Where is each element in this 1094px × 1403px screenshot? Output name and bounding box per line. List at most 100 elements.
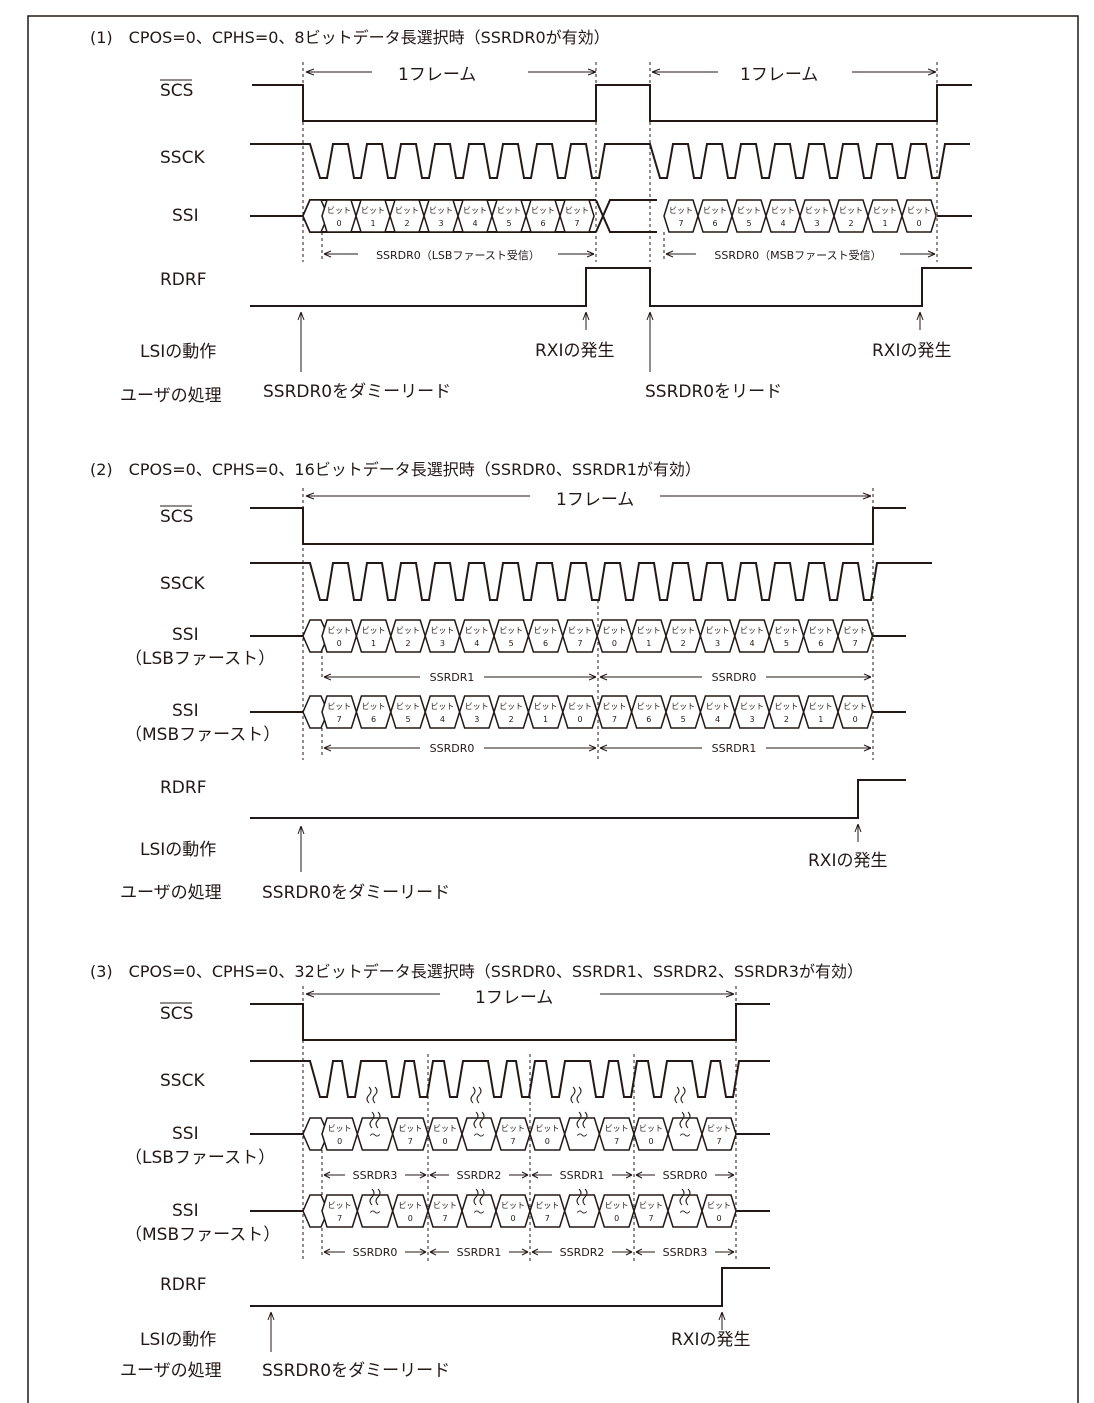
s3-lsb-gap-cell-3-break	[679, 1111, 691, 1129]
s3-msb-bit-cell-1-word: ビット	[398, 1201, 422, 1210]
section-1-title: (1) CPOS=0、CPHS=0、8ビットデータ長選択時（SSRDR0が有効）	[90, 28, 610, 47]
s1-user-label: ユーザの処理	[120, 386, 222, 406]
s2-rxi: RXIの発生	[808, 851, 887, 871]
s1-arrowhead-user-2	[646, 311, 654, 321]
s3-msb-gap-cell-1-tilde: ～	[474, 1206, 485, 1219]
s3-lsb-gap-cell-0-break	[369, 1111, 381, 1129]
s1-frame-label-2: 1フレーム	[740, 65, 818, 85]
s2-msb-bit-cell-8-number: 7	[612, 715, 617, 724]
s2-ssck-label: SSCK	[160, 574, 205, 594]
s3-lsb-reg-arrows-1	[429, 1171, 529, 1179]
s3-msb-reg-arrows-1	[429, 1248, 529, 1256]
s3-msb-bit-cell-4-number: 7	[545, 1214, 550, 1223]
s3-lsb-bit-cell-1-number: 7	[408, 1137, 413, 1146]
s2-frame-arrowhead-b	[862, 492, 872, 500]
s2-lsb-bit-cell-5-number: 5	[509, 639, 514, 648]
s3-lsb-bit-cell-7-word: ビット	[707, 1124, 731, 1133]
s1-bit-cell-a-3-number: 3	[438, 219, 443, 228]
s3-msb-gap-cell-2-tilde: ～	[577, 1206, 588, 1219]
s2-ssck-wave	[250, 562, 932, 601]
s2-frame-label: 1フレーム	[556, 490, 634, 510]
s2-lsb-bit-cell-6-number: 6	[543, 639, 548, 648]
s2-lsb-bit-cell-0-number: 0	[337, 639, 342, 648]
s3-frame-arrowhead-a	[305, 990, 315, 998]
s3-msb-reg-arrows-3	[635, 1248, 735, 1256]
s3-lsb-bit-cell-5-word: ビット	[605, 1124, 629, 1133]
s3-rdrf-label: RDRF	[160, 1275, 207, 1295]
s3-msb-gap-cell-0-tilde: ～	[370, 1206, 381, 1219]
s2-arrowhead-rxi	[854, 823, 862, 833]
s3-msb-bit-cell-7	[701, 1194, 737, 1228]
s1-user-action-2: SSRDR0をリード	[645, 382, 782, 402]
s2-scs-wave	[250, 507, 906, 545]
s1-rdrf-label: RDRF	[160, 270, 207, 290]
s3-msb-bit-cell-7-number: 0	[716, 1214, 721, 1223]
s2-msb-register-2: SSRDR1	[712, 742, 757, 755]
s2-msb-bit-cell-13-word: ビット	[774, 702, 798, 711]
s3-lsb-gap-cell-3-tilde: ～	[680, 1129, 691, 1142]
s3-msb-gap-cell-1-break	[473, 1188, 485, 1206]
s1-reg-arrows-1	[323, 250, 595, 258]
s1-arrowhead-user-1	[297, 311, 305, 321]
s3-lsb-reg-arrows-2	[531, 1171, 633, 1179]
s2-lsb-bit-cell-12-word: ビット	[740, 626, 764, 635]
s2-lsb-bit-cell-1-number: 1	[371, 639, 376, 648]
section-3: (3) CPOS=0、CPHS=0、32ビットデータ長選択時（SSRDR0、SS…	[90, 962, 863, 1381]
s2-lsb-bit-cell-8-word: ビット	[602, 626, 626, 635]
s2-msb-bit-cell-7-word: ビット	[568, 702, 592, 711]
s3-msb-bit-cell-5-number: 0	[614, 1214, 619, 1223]
s2-lsb-bit-cell-9-number: 1	[646, 639, 651, 648]
s3-msb-reg-bg-0	[345, 1244, 405, 1259]
s2-lsb-bit-cell-11-number: 3	[715, 639, 720, 648]
s1-bit-cell-b-7-number: 0	[916, 219, 921, 228]
s2-lsb-bit-cell-7-word: ビット	[568, 626, 592, 635]
s2-msb-bit-cell-2-number: 5	[405, 715, 410, 724]
s2-msb-bit-cell-3-word: ビット	[430, 702, 454, 711]
s2-msb-bit-cell-5-number: 2	[509, 715, 514, 724]
s1-rxi-2: RXIの発生	[872, 341, 951, 361]
s2-lsb-bit-cell-15-word: ビット	[843, 626, 867, 635]
s2-lsb-bit-cell-7-number: 7	[577, 639, 582, 648]
section-1: (1) CPOS=0、CPHS=0、8ビットデータ長選択時（SSRDR0が有効）…	[90, 28, 972, 406]
s1-bit-cell-b-0-number: 7	[678, 219, 683, 228]
s1-bit-cell-a-5-number: 5	[506, 219, 511, 228]
s2-ssi-lsb-bus: ビット0ビット1ビット2ビット3ビット4ビット5ビット6ビット7ビット0ビット1…	[250, 619, 906, 653]
s3-lsb-gap-cell-2-tilde: ～	[577, 1129, 588, 1142]
s2-msb-bit-cell-9-word: ビット	[637, 702, 661, 711]
s2-msb-bit-cell-12-word: ビット	[740, 702, 764, 711]
s2-lsb-bit-cell-13-number: 5	[784, 639, 789, 648]
s3-lsb-reg-register-0: SSRDR3	[353, 1169, 398, 1182]
section-3-title: (3) CPOS=0、CPHS=0、32ビットデータ長選択時（SSRDR0、SS…	[90, 962, 863, 981]
s2-lsb-bit-cell-13-word: ビット	[774, 626, 798, 635]
s3-frame-label: 1フレーム	[475, 988, 553, 1008]
s3-rdrf-wave	[250, 1267, 770, 1307]
s2-msb-bit-cell-11-number: 4	[715, 715, 720, 724]
s2-lsb-bit-cell-12-number: 4	[749, 639, 754, 648]
s3-scs-label: SCS	[160, 1004, 193, 1024]
s3-rxi: RXIの発生	[671, 1330, 750, 1350]
s1-reg-bg-1	[358, 245, 558, 261]
s2-arrowhead-user	[297, 825, 305, 835]
s1-bit-cell-b-7-word: ビット	[907, 206, 931, 215]
s1-bit-cell-b-5-word: ビット	[839, 206, 863, 215]
s2-reg-arrows-lsb-1	[323, 673, 597, 681]
s2-msb-bit-cell-6-word: ビット	[534, 702, 558, 711]
s3-msb-reg-arrows-2	[531, 1248, 633, 1256]
s1-frame-arrowhead-2b	[927, 68, 937, 76]
s1-bit-cell-b-1-word: ビット	[703, 206, 727, 215]
s3-lsb-gap-cell-2-break	[576, 1111, 588, 1129]
s2-lsb-bit-cell-11-word: ビット	[706, 626, 730, 635]
s3-lsb-bit-cell-4-word: ビット	[535, 1124, 559, 1133]
s3-msb-gap-cell-2-break	[576, 1188, 588, 1206]
s3-msb-bit-cell-1-number: 0	[408, 1214, 413, 1223]
s1-user-action-1: SSRDR0をダミーリード	[263, 382, 451, 402]
s3-lsb-reg-bg-2	[552, 1167, 612, 1182]
s1-bit-cell-b-3-number: 4	[780, 219, 785, 228]
s3-lsb-bit-cell-2-number: 0	[442, 1137, 447, 1146]
s3-lsi-label: LSIの動作	[140, 1330, 216, 1350]
s1-ssck-label: SSCK	[160, 148, 205, 168]
s3-msb-gap-cell-3-break	[679, 1188, 691, 1206]
s2-user-label: ユーザの処理	[120, 883, 222, 903]
s2-msb-bit-cell-1-number: 6	[371, 715, 376, 724]
